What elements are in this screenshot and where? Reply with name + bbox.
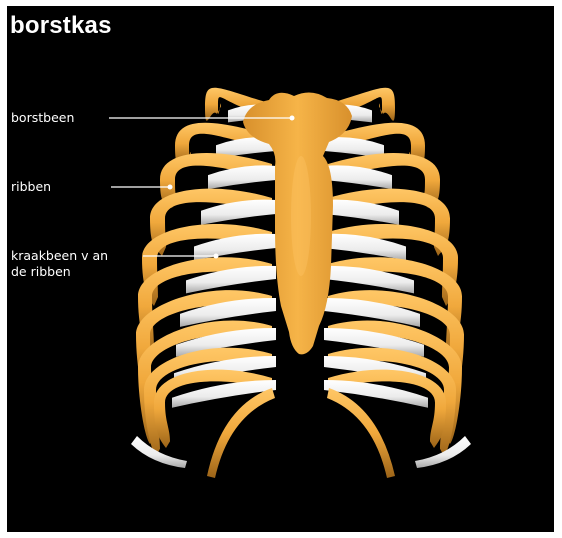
diagram-panel: borstkas borstbeen ribben kraakbeen v an… bbox=[7, 6, 554, 532]
left-costal-cartilage-3 bbox=[208, 165, 276, 189]
label-cartilage: kraakbeen v an de ribben bbox=[11, 248, 141, 280]
label-cartilage-line1: kraakbeen v an bbox=[11, 248, 141, 264]
leader-dot-sternum bbox=[290, 116, 295, 121]
left-costal-cartilage-4 bbox=[201, 200, 276, 225]
lower-rib-right bbox=[327, 388, 395, 478]
sternum-highlight bbox=[291, 156, 311, 276]
diagram-title: borstkas bbox=[10, 12, 112, 40]
right-costal-cartilage-3 bbox=[324, 165, 392, 189]
label-ribs: ribben bbox=[11, 179, 51, 195]
leader-dot-cartilage bbox=[214, 254, 219, 259]
label-cartilage-line2: de ribben bbox=[11, 264, 141, 280]
label-sternum: borstbeen bbox=[11, 110, 74, 126]
leader-dot-ribs bbox=[168, 185, 173, 190]
right-costal-cartilage-4 bbox=[324, 200, 399, 225]
lower-rib-left bbox=[207, 388, 275, 478]
